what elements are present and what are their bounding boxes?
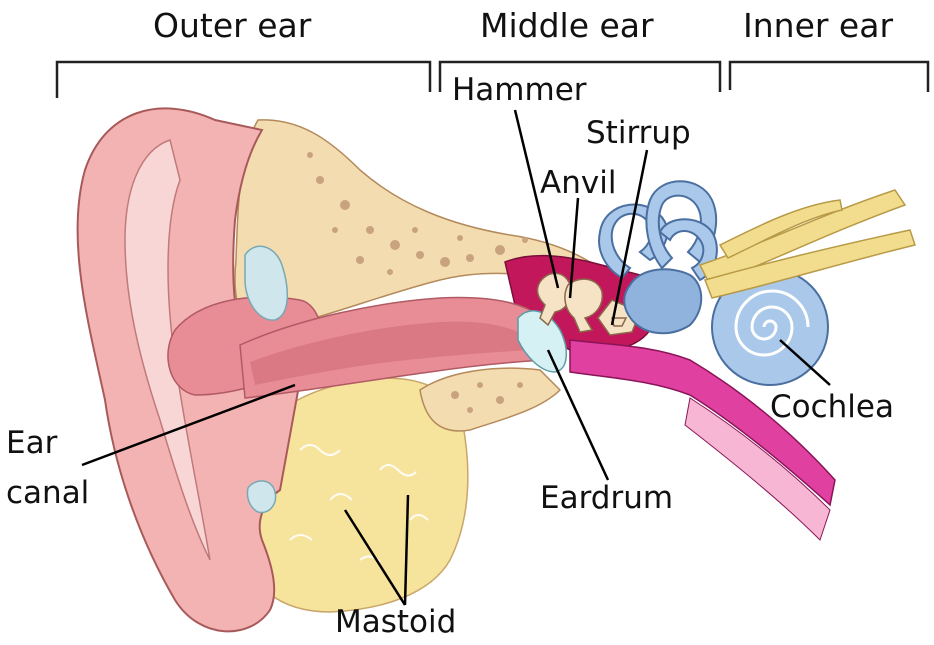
anvil-label: Anvil <box>540 168 616 199</box>
stirrup-label: Stirrup <box>586 118 691 149</box>
cochlea-label: Cochlea <box>770 392 894 423</box>
inner-ear-bracket <box>730 62 928 92</box>
ear-canal-label-line1: Ear <box>6 428 57 459</box>
eardrum-label: Eardrum <box>540 483 673 514</box>
outer-ear-label: Outer ear <box>153 9 311 42</box>
cartilage-lower <box>247 481 275 513</box>
middle-ear-label: Middle ear <box>480 9 654 42</box>
inner-ear-label: Inner ear <box>743 9 893 42</box>
outer-ear-bracket <box>57 62 430 98</box>
lower-bone <box>420 368 560 431</box>
vestibule <box>624 269 701 333</box>
hammer-label: Hammer <box>452 75 587 106</box>
mastoid-label: Mastoid <box>335 607 456 638</box>
ear-canal-label-line2: canal <box>6 478 89 509</box>
